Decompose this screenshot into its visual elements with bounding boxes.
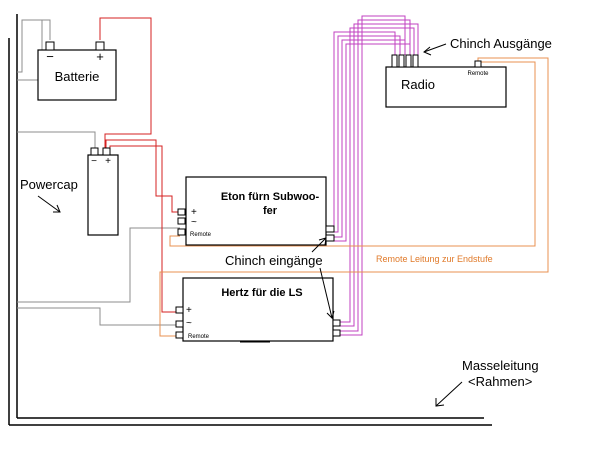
battery-minus-sign: −: [46, 49, 54, 64]
eton-remote-terminal: [177, 228, 186, 236]
eton-minus-sign: ~: [191, 217, 197, 228]
ground-wires: [17, 19, 180, 326]
hertz-title: Hertz für die LS: [221, 287, 302, 299]
radio-remote-label: Remote: [467, 71, 489, 77]
chinch-outputs-label: Chinch Ausgänge: [450, 36, 552, 51]
eton-remote-label: Remote: [190, 232, 212, 238]
powercap: − + Powercap: [20, 147, 119, 236]
radio-chinch-out-2: [398, 54, 405, 68]
hertz-remote-terminal: [175, 331, 184, 339]
remote-line-label: Remote Leitung zur Endstufe: [376, 254, 493, 264]
ground-callout: Masseleitung <Rahmen>: [435, 358, 539, 407]
chinch-outputs-callout: Chinch Ausgänge: [423, 36, 552, 56]
radio: Remote Radio: [385, 54, 507, 108]
radio-chinch-out-3: [405, 54, 412, 68]
hertz-amp-body: [182, 277, 334, 342]
eton-minus-terminal: [177, 217, 186, 225]
chinch-inputs-arrows: [311, 237, 335, 319]
battery: − + Batterie: [37, 41, 117, 101]
hertz-amplifier: + ~ Remote Hertz für die LS: [175, 277, 341, 343]
eton-chinch-in-1: [325, 225, 335, 233]
radio-remote-terminal: [474, 60, 482, 68]
powercap-body: [87, 154, 119, 236]
chinch-outputs-arrow: [423, 43, 447, 56]
ground-label-line2: <Rahmen>: [468, 374, 532, 389]
radio-body: [385, 66, 507, 108]
hertz-chinch-in-2: [332, 329, 341, 337]
powercap-minus-sign: −: [91, 156, 97, 167]
radio-chinch-out-1: [391, 54, 398, 68]
eton-plus-sign: +: [191, 207, 197, 218]
hertz-plus-terminal: [175, 306, 184, 314]
eton-amp-body: [185, 176, 327, 246]
power-wires: [99, 17, 180, 313]
eton-chinch-in-2: [325, 234, 335, 242]
powercap-plus-sign: +: [105, 156, 111, 167]
ground-label-line1: Masseleitung: [462, 358, 539, 373]
battery-minus-terminal: [45, 41, 55, 51]
eton-amplifier: + ~ Remote Eton fürn Subwoo- fer: [177, 176, 335, 246]
hertz-chinch-in-1: [332, 319, 341, 327]
hertz-remote-label: Remote: [188, 334, 210, 340]
chassis-frame: [8, 14, 492, 426]
ground-arrow: [435, 381, 463, 407]
battery-label: Batterie: [55, 69, 100, 84]
powercap-plus-terminal: [102, 147, 111, 156]
eton-plus-terminal: [177, 208, 186, 216]
radio-chinch-out-4: [412, 54, 419, 68]
powercap-arrow: [37, 195, 61, 213]
hertz-plus-sign: +: [186, 305, 192, 316]
powercap-minus-terminal: [90, 147, 99, 156]
battery-plus-sign: +: [96, 49, 104, 64]
hertz-minus-sign: ~: [186, 318, 192, 329]
chinch-inputs-callout: Chinch eingänge: [225, 237, 335, 319]
eton-title-line1: Eton fürn Subwoo-: [221, 191, 320, 203]
hertz-minus-terminal: [175, 320, 184, 328]
powercap-label: Powercap: [20, 177, 78, 192]
radio-label: Radio: [401, 77, 435, 92]
battery-plus-terminal: [95, 41, 105, 51]
eton-title-line2: fer: [263, 205, 278, 217]
chinch-inputs-label: Chinch eingänge: [225, 253, 323, 268]
battery-body: [37, 49, 117, 101]
